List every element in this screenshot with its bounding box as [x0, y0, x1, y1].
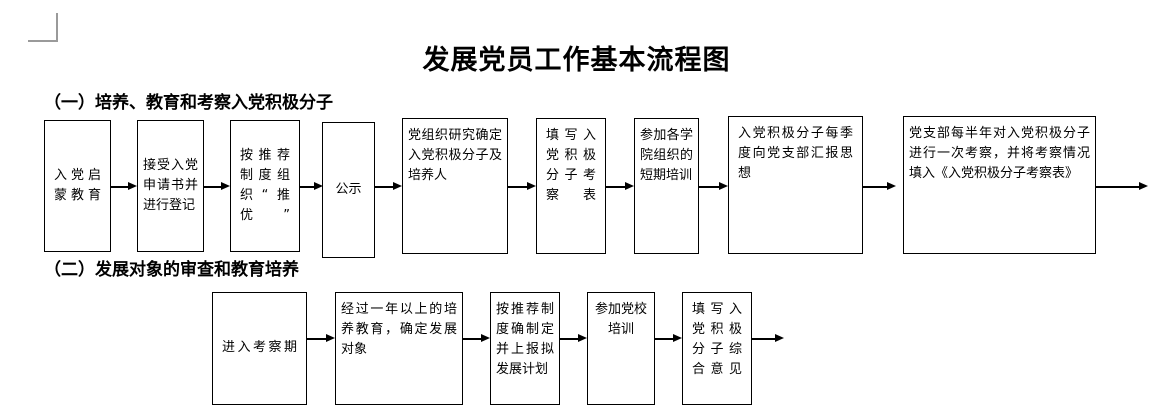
flow-box-step-2-2[interactable]: 经过一年以上的培养教育，确定发展对象	[335, 292, 463, 405]
flow-box-label: 入党启蒙教育	[54, 167, 101, 203]
flow-box-step-1-8[interactable]: 入党积极分子每季度向党支部汇报思想	[728, 116, 863, 254]
flow-box-label: 入党积极分子每季度向党支部汇报思想	[738, 126, 853, 182]
page-corner-guide-icon	[28, 13, 58, 42]
flow-box-step-2-1[interactable]: 进入考察期	[212, 292, 307, 405]
flow-box-step-1-1[interactable]: 入党启蒙教育	[44, 120, 111, 252]
flow-box-step-2-3[interactable]: 按推荐制度确制定并上报拟发展计划	[490, 292, 560, 405]
arrow-2-2-to-2-3	[463, 334, 490, 343]
flow-box-label: 经过一年以上的培养教育，确定发展对象	[341, 302, 457, 358]
flow-box-step-1-9[interactable]: 党支部每半年对入党积极分子进行一次考察，并将考察情况填入《入党积极分子考察表》	[903, 116, 1096, 254]
arrow-2-3-to-2-4	[560, 334, 587, 343]
flow-box-label: 填写入党积极分子考察表	[546, 128, 596, 204]
flow-box-step-2-4[interactable]: 参加党校培训	[587, 292, 655, 405]
arrow-2-4-to-2-5	[655, 334, 682, 343]
flow-box-step-1-2[interactable]: 接受入党申请书并进行登记	[137, 120, 204, 252]
flow-box-step-1-4[interactable]: 公示	[322, 122, 375, 258]
section-heading-two: （二）发展对象的审查和教育培养	[44, 260, 299, 280]
flow-box-label: 填写入党积极分子综合意见	[692, 302, 742, 378]
arrow-1-8-to-1-9	[863, 182, 896, 191]
flow-box-label: 公示	[335, 181, 362, 197]
flow-box-label: 按推荐制度组织“推优”	[240, 147, 290, 224]
flow-box-label: 参加各学院组织的短期培训	[640, 128, 693, 184]
flow-box-label: 参加党校培训	[594, 302, 647, 338]
flow-box-label: 进入考察期	[222, 340, 297, 356]
flow-box-step-1-3[interactable]: 按推荐制度组织“推优”	[230, 120, 300, 252]
arrow-1-1-to-1-2	[111, 182, 137, 191]
arrow-1-7-to-1-8	[699, 182, 728, 191]
flow-box-step-2-5[interactable]: 填写入党积极分子综合意见	[682, 292, 752, 405]
arrow-2-1-to-2-2	[307, 334, 335, 343]
arrow-2-5-to-end	[752, 334, 784, 343]
arrow-1-6-to-1-7	[606, 182, 634, 191]
flow-box-label: 接受入党申请书并进行登记	[143, 157, 198, 214]
flow-box-step-1-6[interactable]: 填写入党积极分子考察表	[536, 118, 606, 254]
arrow-1-4-to-1-5	[375, 182, 402, 191]
page-title: 发展党员工作基本流程图	[422, 45, 731, 76]
section-heading-one: （一）培养、教育和考察入党积极分子	[44, 93, 333, 113]
arrow-1-9-to-next-section	[1096, 182, 1148, 191]
arrow-1-5-to-1-6	[508, 182, 536, 191]
flow-box-step-1-5[interactable]: 党组织研究确定入党积极分子及培养人	[402, 118, 508, 254]
flow-box-label: 按推荐制度确制定并上报拟发展计划	[496, 302, 554, 378]
flow-box-label: 党组织研究确定入党积极分子及培养人	[408, 128, 502, 184]
arrow-1-3-to-1-4	[300, 182, 323, 191]
flow-box-step-1-7[interactable]: 参加各学院组织的短期培训	[634, 118, 699, 254]
arrow-1-2-to-1-3	[204, 182, 230, 191]
flow-box-label: 党支部每半年对入党积极分子进行一次考察，并将考察情况填入《入党积极分子考察表》	[909, 126, 1090, 182]
